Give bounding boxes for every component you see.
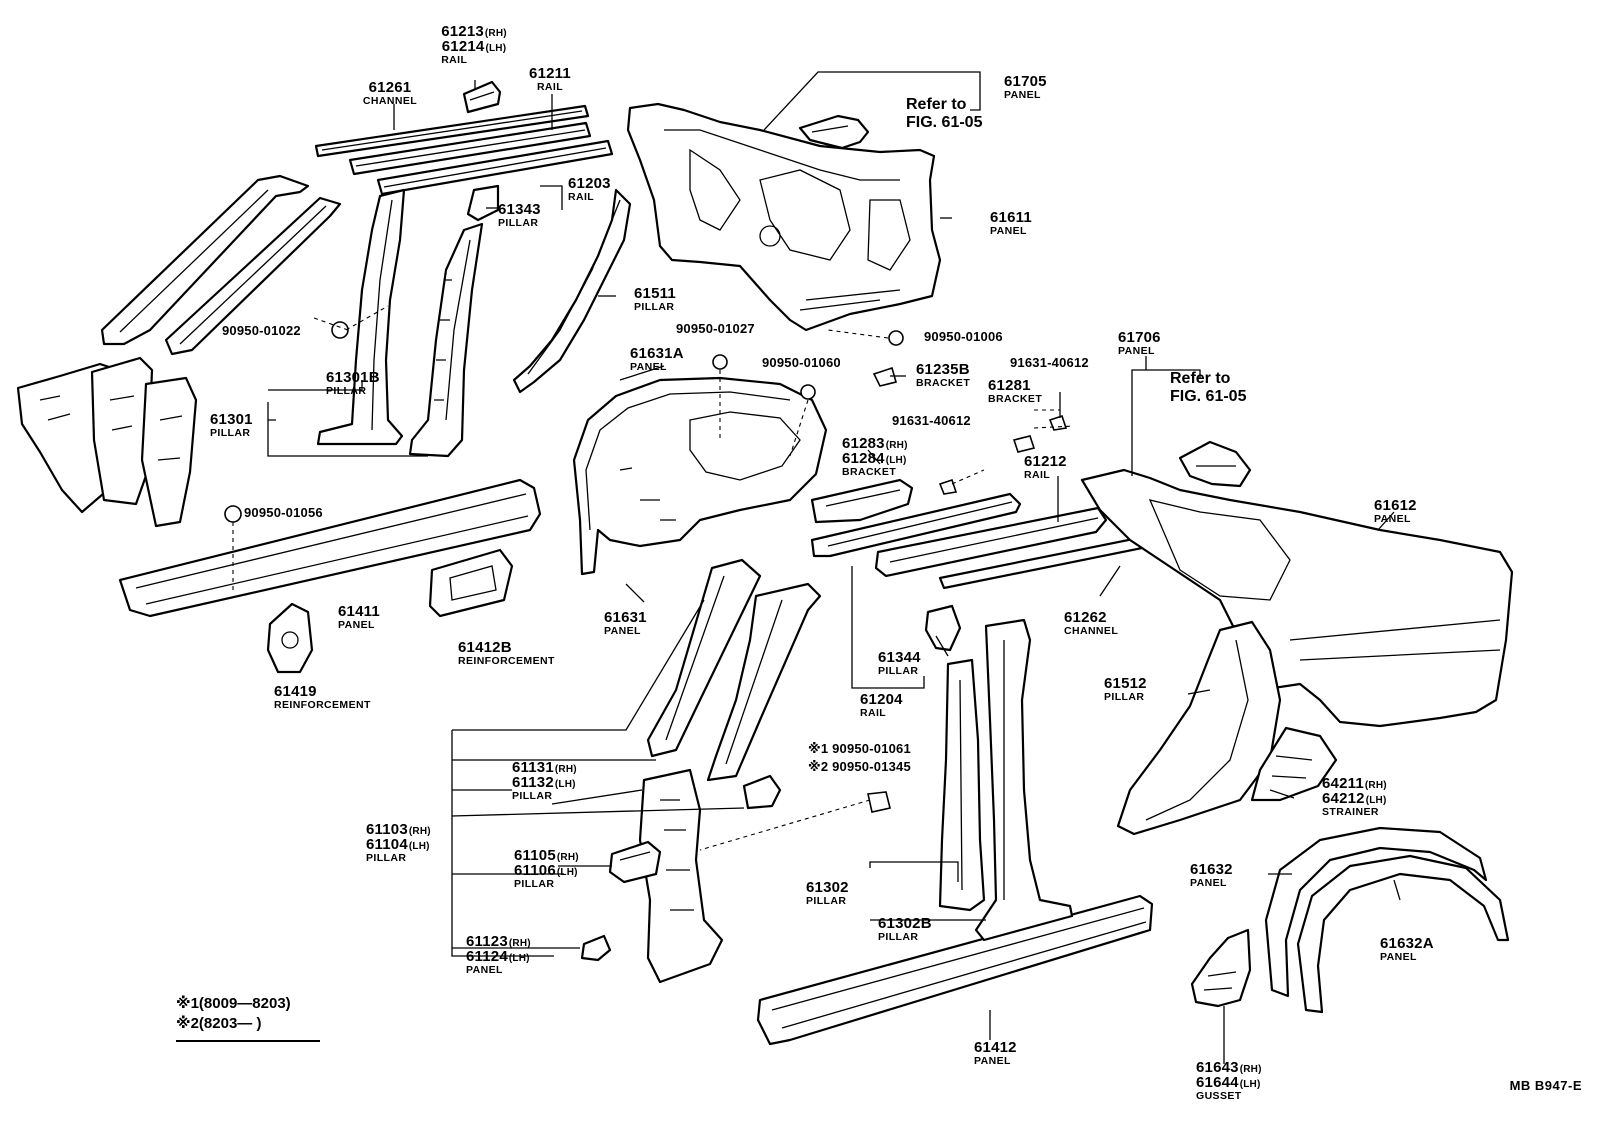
label-61706: 61706 PANEL — [1118, 329, 1161, 357]
label-61262: 61262 CHANNEL — [1064, 609, 1119, 637]
label-61301b: 61301B PILLAR — [326, 369, 380, 397]
label-61611: 61611 PANEL — [990, 209, 1032, 237]
label-61631: 61631 PANEL — [604, 609, 647, 637]
label-61235b: 61235B BRACKET — [916, 361, 971, 389]
label-61412b: 61412B REINFORCEMENT — [458, 639, 555, 667]
rail-61213-drawing — [462, 80, 502, 114]
panel-61123-drawing — [580, 934, 612, 962]
label-61283: 61283(RH) 61284(LH) BRACKET — [842, 435, 908, 478]
fastener-90950-01022: 90950-01022 — [222, 323, 301, 338]
fastener-91631-40612-upper: 91631-40612 — [1010, 355, 1089, 370]
bracket-61283-drawing — [810, 478, 914, 524]
legend-underline — [176, 1040, 320, 1042]
reference-upper: Refer to FIG. 61-05 — [906, 96, 983, 132]
gusset-61643-drawing — [1190, 928, 1252, 1008]
label-61411: 61411 PANEL — [338, 603, 380, 631]
fastener-90950-01060: 90950-01060 — [762, 355, 841, 370]
rail-61211-drawing — [348, 121, 592, 176]
pillar-61105-drawing — [608, 840, 662, 884]
figure-code: MB B947-E — [1509, 1078, 1582, 1093]
rail-61203-drawing — [376, 139, 614, 196]
panel-61632-drawing — [1264, 826, 1488, 998]
panel-61611-drawing — [626, 102, 942, 332]
clip-drawings — [224, 321, 1068, 813]
label-61643: 61643(RH) 61644(LH) GUSSET — [1196, 1059, 1262, 1102]
panel-61631a-drawing — [572, 376, 828, 576]
fastener-90950-01061: ※1 90950-01061 — [808, 741, 911, 756]
fastener-90950-01006: 90950-01006 — [924, 329, 1003, 344]
panel-61705-drawing — [798, 114, 870, 150]
label-64211: 64211(RH) 64212(LH) STRAINER — [1322, 775, 1387, 818]
label-61211: 61211 RAIL — [529, 65, 571, 93]
label-61612: 61612 PANEL — [1374, 497, 1417, 525]
rail-61204-drawing — [810, 492, 1022, 558]
label-61632a: 61632A PANEL — [1380, 935, 1434, 963]
label-61512: 61512 PILLAR — [1104, 675, 1147, 703]
left-cowl-side-drawing — [16, 356, 198, 528]
label-61213: 61213(RH) 61214(LH) RAIL — [441, 23, 507, 66]
label-61511: 61511 PILLAR — [634, 285, 676, 313]
label-61212: 61212 RAIL — [1024, 453, 1067, 481]
label-61302: 61302 PILLAR — [806, 879, 849, 907]
panel-61632a-drawing — [1296, 854, 1510, 1014]
left-front-pillar-drawing — [100, 174, 342, 356]
panel-61612-drawing — [1080, 468, 1514, 728]
label-61203: 61203 RAIL — [568, 175, 611, 203]
label-61103: 61103(RH) 61104(LH) PILLAR — [366, 821, 431, 864]
label-61344: 61344 PILLAR — [878, 649, 921, 677]
pillar-61103-drawing — [638, 768, 724, 984]
pillar-61301b-drawing — [316, 188, 406, 446]
fastener-90950-01345: ※2 90950-01345 — [808, 759, 911, 774]
label-61123: 61123(RH) 61124(LH) PANEL — [466, 933, 531, 976]
label-61301: 61301 PILLAR — [210, 411, 253, 439]
label-61412: 61412 PANEL — [974, 1039, 1017, 1067]
pillar-61343-drawing — [408, 184, 500, 458]
fastener-91631-40612-lower: 91631-40612 — [892, 413, 971, 428]
date-legend: ※1(8009—8203) ※2(8203— ) — [176, 994, 291, 1035]
pillar-61302b-drawing — [974, 618, 1074, 942]
label-61281: 61281 BRACKET — [988, 377, 1043, 405]
legend-row-1: ※1(8009—8203) — [176, 995, 291, 1012]
reinforcement-61419-drawing — [266, 602, 314, 674]
panel-61411-drawing — [118, 478, 542, 618]
bracket-61103-drawing — [742, 774, 782, 810]
pillar-61302-drawing — [938, 658, 986, 912]
label-61343: 61343 PILLAR — [498, 201, 541, 229]
pillar-61131-drawing — [646, 558, 822, 782]
fastener-90950-01056: 90950-01056 — [244, 505, 323, 520]
legend-row-2: ※2(8203— ) — [176, 1015, 262, 1033]
label-61705: 61705 PANEL — [1004, 73, 1047, 101]
pillar-61512-drawing — [1116, 620, 1282, 836]
panel-61706-drawing — [1178, 440, 1252, 488]
pillar-61344-drawing — [924, 604, 962, 652]
strainer-64211-drawing — [1250, 726, 1338, 802]
label-61631a: 61631A PANEL — [630, 345, 684, 373]
leader-lines — [267, 71, 1401, 1064]
label-61204: 61204 RAIL — [860, 691, 903, 719]
label-61105: 61105(RH) 61106(LH) PILLAR — [514, 847, 579, 890]
fastener-90950-01027: 90950-01027 — [676, 321, 755, 336]
pillar-61511-drawing — [512, 188, 632, 394]
channel-61261-drawing — [314, 104, 590, 158]
label-61419: 61419 REINFORCEMENT — [274, 683, 371, 711]
label-61261: 61261 CHANNEL — [362, 79, 418, 107]
panel-61412-drawing — [756, 894, 1154, 1046]
label-61302b: 61302B PILLAR — [878, 915, 932, 943]
dashed-lines — [232, 305, 1075, 851]
label-61131: 61131(RH) 61132(LH) PILLAR — [512, 759, 577, 802]
label-61632: 61632 PANEL — [1190, 861, 1233, 889]
reference-lower: Refer to FIG. 61-05 — [1170, 370, 1247, 406]
reinforcement-61412b-drawing — [428, 548, 514, 618]
